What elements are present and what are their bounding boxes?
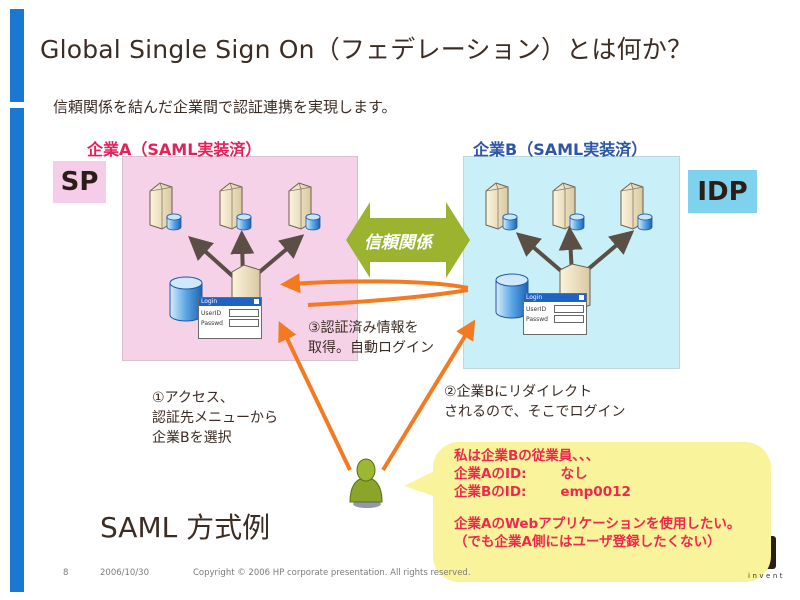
userid-label: UserID [526,306,547,313]
company-a-id-label: 企業AのID: [454,466,527,482]
step2-line: されるので、そこでログイン [444,404,626,420]
flow-arrow-step3 [280,273,469,294]
passwd-label: Passwd [201,320,223,327]
step1-line: 認証先メニューから [152,410,278,426]
slide-title: Global Single Sign On（フェデレーション）とは何か？ [40,35,693,64]
company-b-id-label: 企業BのID: [454,484,527,500]
flow-arrow-step1 [278,320,352,471]
accent-bar-main [10,108,24,592]
login-dialog-title: Login [526,294,543,301]
company-b-label: 企業B（SAML実装済） [473,140,648,159]
company-b-database-icon [495,273,529,319]
company-a-id-value: なし [560,466,588,482]
login-close-icon [254,299,259,304]
server-icon [485,182,518,231]
company-a-label: 企業A（SAML実装済） [87,140,262,159]
server-icon [149,182,182,231]
step1-line: 企業Bを選択 [152,430,232,446]
speech-bubble-tail [404,470,440,498]
login-dialog-titlebar: Login [199,298,261,306]
company-a-servers [149,182,321,231]
passwd-label: Passwd [526,316,548,323]
userid-input[interactable] [554,305,584,313]
server-icon [288,182,321,231]
step1-annotation: ①アクセス、 認証先メニューから 企業Bを選択 [152,388,278,448]
user-icon [349,458,383,508]
flow-arrow-step2 [381,319,476,472]
server-icon [552,182,585,231]
server-icon [219,182,252,231]
server-icon [620,182,653,231]
passwd-input[interactable] [229,319,259,327]
slide-date: 2006/10/30 [100,568,149,578]
diagram-caption: SAML 方式例 [100,511,271,544]
speech-bubble [433,442,771,582]
flow-arrows [278,273,476,472]
bubble-intro: 私は企業Bの従業員、、、 [454,448,600,464]
hp-invent-label: invent [748,572,786,580]
userid-input[interactable] [229,309,259,317]
bubble-wish: 企業AのWebアプリケーションを使用したい。 [454,516,741,532]
login-close-icon [579,295,584,300]
slide-subtitle: 信頼関係を結んだ企業間で認証連携を実現します。 [53,98,397,116]
company-b-login-dialog: Login UserID Passwd [523,293,587,335]
idp-role-badge: IDP [688,170,757,213]
step2-line: ②企業Bにリダイレクト [444,384,593,400]
step2-annotation: ②企業Bにリダイレクト されるので、そこでログイン [444,382,625,422]
step3-line: ③認証済み情報を [308,320,419,336]
company-a-login-dialog: Login UserID Passwd [198,297,262,339]
step3-line: 取得。自動ログイン [308,340,434,356]
step3-annotation: ③認証済み情報を 取得。自動ログイン [308,318,434,358]
company-b-servers [485,182,653,231]
accent-bar-top [10,9,24,102]
login-dialog-title: Login [201,298,218,305]
sp-role-badge: SP [53,161,106,203]
copyright-notice: Copyright © 2006 HP corporate presentati… [193,568,471,578]
passwd-input[interactable] [554,315,584,323]
page-number: 8 [63,568,69,578]
bubble-constraint: （でも企業A側にはユーザ登録したくない） [454,534,721,550]
userid-label: UserID [201,310,222,317]
trust-label: 信頼関係 [364,233,432,253]
flow-arrow-step3-return [307,288,469,307]
company-b-id-value: emp0012 [560,484,631,500]
login-dialog-titlebar: Login [524,294,586,302]
trust-double-arrow [346,202,470,278]
speech-bubble-text: 私は企業Bの従業員、、、 企業AのID: なし 企業BのID: emp0012 企業… [454,447,740,551]
step1-line: ①アクセス、 [152,390,234,406]
